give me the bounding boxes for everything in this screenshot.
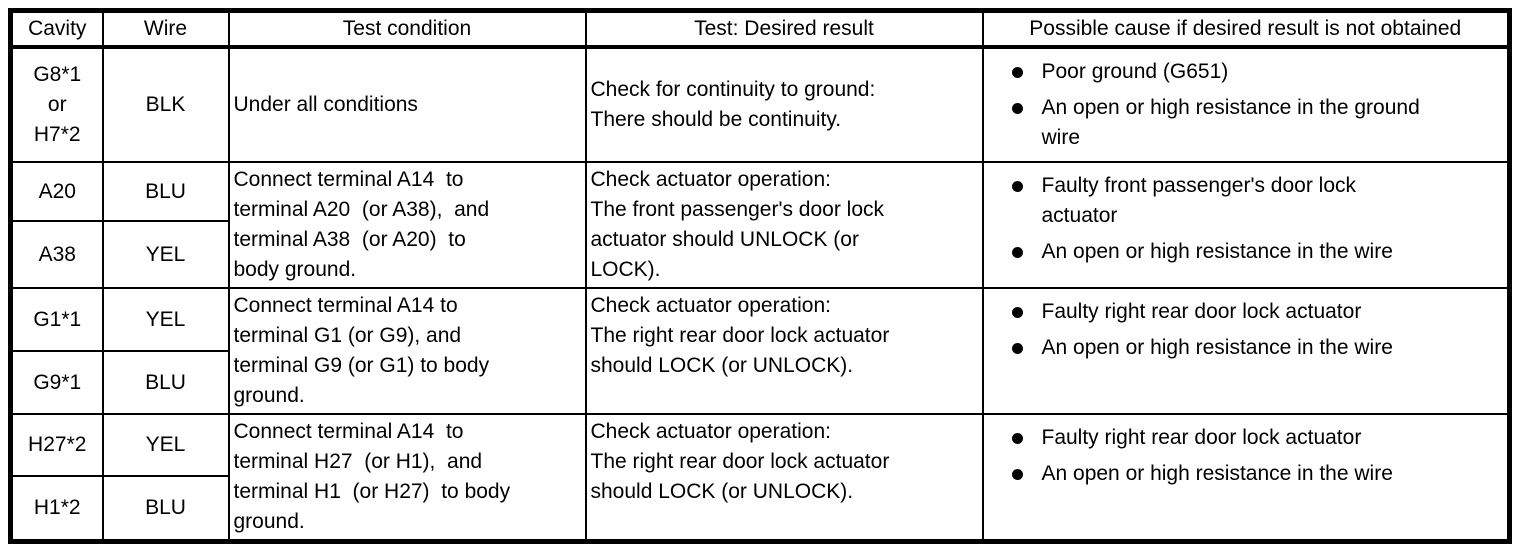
wire-cell: YEL [101, 412, 230, 478]
desired-result-cell: Check actuator operation: The right rear… [584, 287, 984, 415]
wire-cell: YEL [101, 220, 230, 289]
desired-result-cell: Check for continuity to ground: There sh… [584, 46, 984, 163]
cavity-cell: A20 [9, 160, 104, 223]
cause-text: An open or high resistance in the ground… [1041, 96, 1420, 149]
test-condition-cell: Connect terminal A14 to terminal H27 (or… [227, 413, 587, 543]
cause-text: An open or high resistance in the wire [1041, 462, 1393, 485]
col-header-possible-cause: Possible cause if desired result is not … [981, 9, 1511, 49]
wire-cell: YEL [101, 287, 230, 352]
cause-item: An open or high resistance in the ground… [1011, 93, 1504, 153]
cavity-cell: G1*1 [9, 287, 104, 352]
cause-item: Faulty right rear door lock actuator [1011, 297, 1504, 327]
cause-text: Faulty right rear door lock actuator [1041, 300, 1362, 323]
cause-item: An open or high resistance in the wire [1011, 459, 1504, 489]
possible-cause-cell: Poor ground (G651) An open or high resis… [981, 46, 1511, 163]
wire-cell: BLK [101, 46, 230, 163]
cause-item: Poor ground (G651) [1011, 57, 1504, 87]
cause-text: Poor ground (G651) [1041, 60, 1229, 83]
cause-item: An open or high resistance in the wire [1011, 237, 1504, 267]
possible-cause-cell: Faulty front passenger's door lock actua… [981, 161, 1511, 289]
table-row-a20: A20 BLU Connect terminal A14 to terminal… [9, 160, 1511, 289]
bullet-icon [1011, 343, 1023, 354]
possible-cause-cell: Faulty right rear door lock actuator An … [981, 287, 1511, 415]
bullet-icon [1011, 247, 1023, 258]
desired-result-cell: Check actuator operation: The right rear… [584, 413, 984, 543]
test-condition-cell: Connect terminal A14 to terminal G1 (or … [227, 287, 587, 415]
cause-text: An open or high resistance in the wire [1041, 336, 1393, 359]
cause-item: An open or high resistance in the wire [1011, 333, 1504, 363]
bullet-icon [1011, 103, 1023, 114]
col-header-cavity: Cavity [9, 9, 104, 49]
bullet-icon [1011, 433, 1023, 444]
table-row-h27: H27*2 YEL Connect terminal A14 to termin… [9, 412, 1511, 543]
bullet-icon [1011, 469, 1023, 480]
table-row-a38: A38 YEL [9, 220, 1510, 289]
cavity-cell: H1*2 [9, 475, 104, 543]
manual-page: Cavity Wire Test condition Test: Desired… [8, 8, 1512, 544]
possible-cause-cell: Faulty right rear door lock actuator An … [981, 413, 1511, 543]
cavity-cell: G9*1 [9, 350, 104, 415]
cavity-cell: G8*1 or H7*2 [9, 46, 104, 163]
troubleshooting-table: Cavity Wire Test condition Test: Desired… [8, 8, 1512, 544]
cavity-cell: H27*2 [9, 412, 104, 478]
cause-text: An open or high resistance in the wire [1041, 240, 1393, 263]
wire-cell: BLU [101, 160, 230, 223]
cause-item: Faulty right rear door lock actuator [1011, 423, 1504, 453]
bullet-icon [1011, 67, 1023, 78]
cause-text: Faulty front passenger's door lock actua… [1041, 174, 1357, 227]
wire-cell: BLU [101, 475, 230, 543]
bullet-icon [1011, 181, 1023, 192]
header-row: Cavity Wire Test condition Test: Desired… [9, 9, 1511, 49]
test-condition-cell: Under all conditions [227, 46, 587, 163]
bullet-icon [1011, 307, 1023, 318]
test-condition-cell: Connect terminal A14 to terminal A20 (or… [227, 161, 587, 289]
cavity-cell: A38 [9, 220, 104, 289]
desired-result-cell: Check actuator operation: The front pass… [584, 161, 984, 289]
table-row-ground: G8*1 or H7*2 BLK Under all conditions Ch… [9, 46, 1511, 163]
col-header-test-condition: Test condition [227, 9, 587, 49]
table-row-g9: G9*1 BLU [9, 350, 1510, 415]
col-header-wire: Wire [101, 9, 230, 49]
cause-text: Faulty right rear door lock actuator [1041, 426, 1362, 449]
col-header-desired-result: Test: Desired result [584, 9, 984, 49]
wire-cell: BLU [101, 350, 230, 415]
table-row-g1: G1*1 YEL Connect terminal A14 to termina… [9, 287, 1511, 415]
cause-item: Faulty front passenger's door lock actua… [1011, 171, 1504, 231]
